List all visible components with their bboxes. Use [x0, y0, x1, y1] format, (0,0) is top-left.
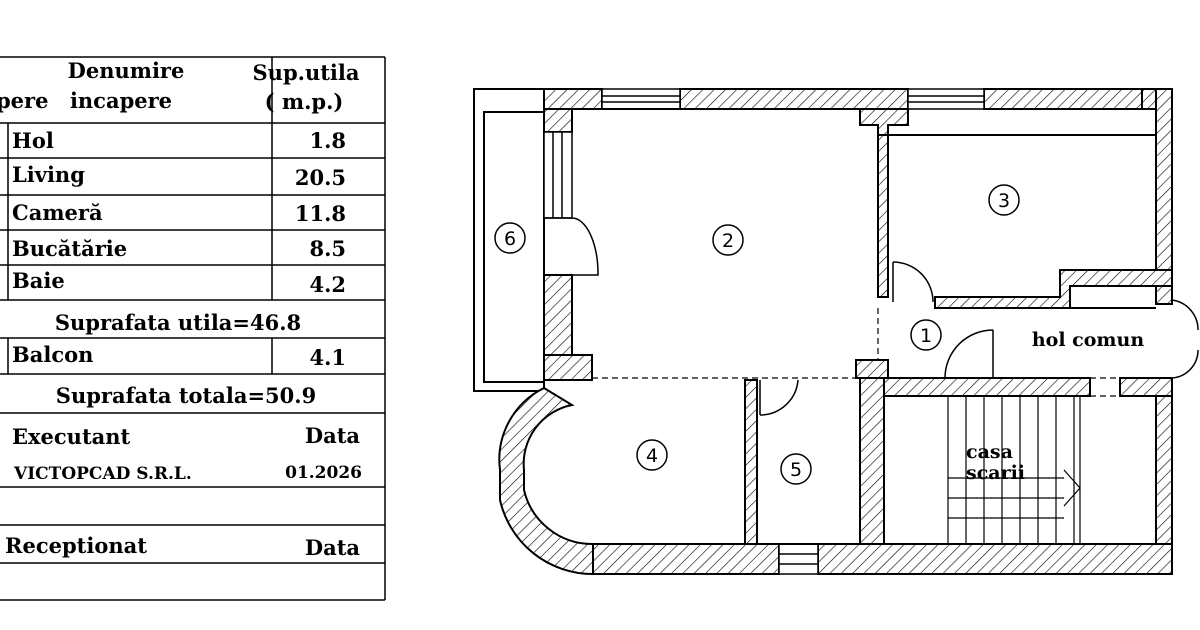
room-name: Living [12, 162, 85, 187]
room-rows: Hol 1.8 Living 20.5 Cameră 11.8 Bucătări… [12, 128, 346, 297]
room-name: Bucătărie [12, 236, 127, 261]
date-value: 01.2026 [285, 463, 362, 483]
header-name-line1: Denumire [68, 58, 185, 83]
room-marker: 4 [636, 439, 668, 471]
walls [498, 88, 1173, 576]
room-marker: 5 [780, 453, 812, 485]
room-number: 5 [790, 459, 802, 481]
room-area: 20.5 [295, 165, 346, 190]
table-grid [0, 56, 386, 601]
room-number: 4 [646, 445, 658, 467]
header-number-fragment: pere [0, 88, 48, 113]
room-marker: 1 [910, 319, 942, 351]
hol-comun-label: hol comun [1032, 329, 1144, 351]
data-label: Data [305, 423, 361, 448]
balcon-area: 4.1 [309, 345, 346, 370]
room-name: Hol [12, 128, 54, 153]
suprafata-utila: Suprafata utila=46.8 [55, 310, 301, 335]
room-marker: 6 [494, 222, 526, 254]
executant-label: Executant [12, 424, 131, 449]
room-area: 1.8 [309, 128, 346, 153]
suprafata-totala: Suprafata totala=50.9 [56, 383, 316, 408]
staircase [947, 395, 1081, 545]
company-name: VICTOPCAD S.R.L. [13, 464, 192, 484]
doors [544, 217, 1199, 416]
room-area: 11.8 [295, 201, 346, 226]
room-schedule-table: Denumire incapere pere Sup.utila ( m.p.)… [0, 56, 386, 601]
room-markers: 1 2 3 4 5 6 [494, 184, 1020, 485]
header-area-line2: ( m.p.) [265, 89, 344, 114]
room-number: 3 [998, 190, 1010, 212]
data-label: Data [305, 535, 361, 560]
casa-scarii-label-line1: casa [966, 441, 1013, 463]
room-name: Cameră [12, 200, 103, 225]
room-marker: 2 [712, 224, 744, 256]
balcon-name: Balcon [12, 342, 93, 367]
room-number: 1 [920, 325, 932, 347]
header-area-line1: Sup.utila [253, 60, 360, 85]
room-number: 6 [504, 228, 516, 250]
receptionat-label: Receptionat [5, 533, 147, 558]
casa-scarii-label-line2: scarii [966, 462, 1025, 484]
windows [543, 88, 985, 575]
room-outlines [572, 108, 1156, 545]
dashed-boundaries [592, 308, 1156, 397]
room-number: 2 [722, 230, 734, 252]
room-area: 8.5 [309, 236, 346, 261]
room-area: 4.2 [309, 272, 346, 297]
balcony [473, 88, 545, 392]
room-name: Baie [12, 268, 65, 293]
room-marker: 3 [988, 184, 1020, 216]
header-name-line2: incapere [70, 88, 172, 113]
